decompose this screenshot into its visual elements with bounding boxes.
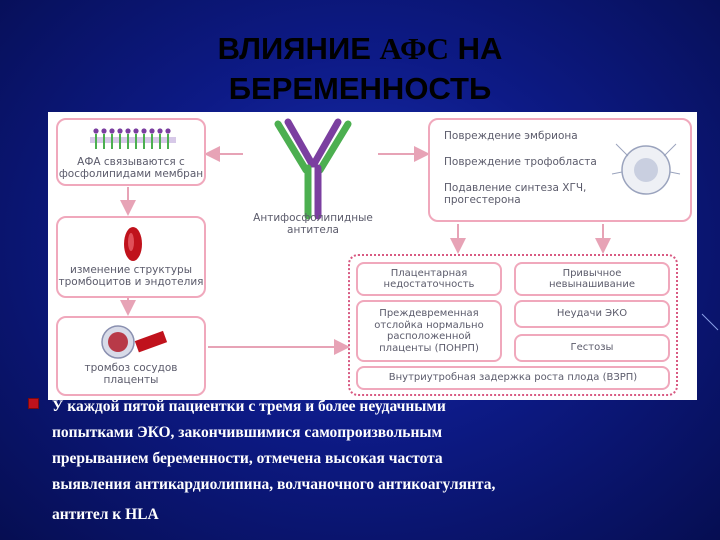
thrombosed-vessel-icon bbox=[100, 324, 170, 360]
outcome-recurrent-miscarriage: Привычное невынашивание bbox=[514, 262, 670, 296]
afs-pregnancy-diagram: АФА связываются с фосфолипидами мембран … bbox=[48, 112, 697, 400]
embryo-implantation-icon bbox=[606, 134, 686, 204]
box-platelet-change: изменение структуры тромбоцитов и эндоте… bbox=[56, 216, 206, 298]
outcome-placental-abruption: Преждевременная отслойка нормально распо… bbox=[356, 300, 502, 362]
body-text-line-5: антител к HLA bbox=[52, 502, 692, 528]
outcome-placental-insufficiency: Плацентарная недостаточность bbox=[356, 262, 502, 296]
box-apl-binding: АФА связываются с фосфолипидами мембран bbox=[56, 118, 206, 186]
slide-title-line2: БЕРЕМЕННОСТЬ bbox=[0, 70, 720, 108]
body-text-line-3: прерыванием беременности, отмечена высок… bbox=[52, 446, 692, 472]
box-placental-thrombosis-label: тромбоз сосудов плаценты bbox=[58, 362, 204, 386]
body-text-line-4: выявления антикардиолипина, волчаночного… bbox=[52, 472, 692, 498]
effect-embryo-damage: Повреждение эмбриона bbox=[444, 130, 594, 142]
box-placental-thrombosis: тромбоз сосудов плаценты bbox=[56, 316, 206, 396]
box-apl-binding-label: АФА связываются с фосфолипидами мембран bbox=[58, 156, 204, 180]
effect-hcg-suppression: Подавление синтеза ХГЧ, прогестерона bbox=[444, 182, 604, 206]
red-blood-cell-icon bbox=[119, 224, 147, 264]
body-text: У каждой пятой пациентки с тремя и более… bbox=[52, 394, 692, 528]
box-embryo-effects: Повреждение эмбриона Повреждение трофобл… bbox=[428, 118, 692, 222]
box-platelet-change-label: изменение структуры тромбоцитов и эндоте… bbox=[58, 264, 204, 288]
slide-title-line1: ВЛИЯНИЕ АФС НА bbox=[0, 30, 720, 68]
decorative-corner-line bbox=[700, 312, 720, 332]
bullet-icon bbox=[28, 398, 39, 409]
effect-trophoblast-damage: Повреждение трофобласта bbox=[444, 156, 604, 168]
outcome-iugr: Внутриутробная задержка роста плода (ВЗР… bbox=[356, 366, 670, 390]
antibody-icon bbox=[258, 118, 368, 222]
body-text-line-2: попытками ЭКО, закончившимися самопроизв… bbox=[52, 420, 692, 446]
body-text-line-1: У каждой пятой пациентки с тремя и более… bbox=[52, 394, 692, 420]
outcome-gestosis: Гестозы bbox=[514, 334, 670, 362]
phospholipid-membrane-icon bbox=[88, 125, 178, 153]
outcome-ivf-failure: Неудачи ЭКО bbox=[514, 300, 670, 328]
antibody-label: Антифосфолипидные антитела bbox=[243, 212, 383, 236]
